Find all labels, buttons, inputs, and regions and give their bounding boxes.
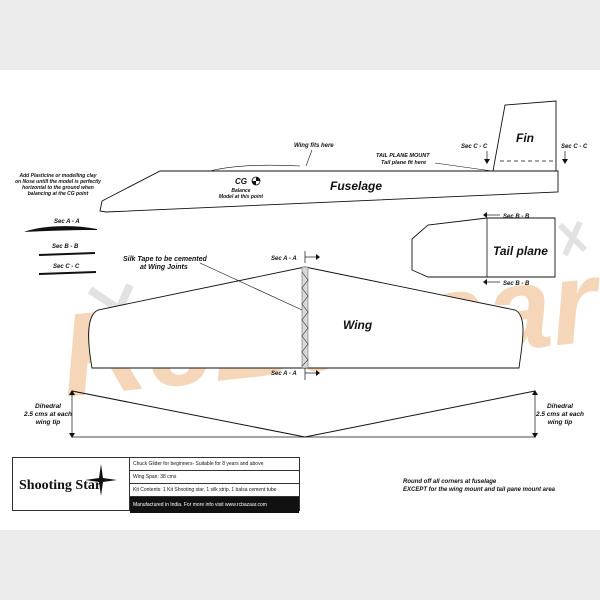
dihedral-right-arrowhead-bottom xyxy=(532,433,538,438)
wing-fits-label: Wing fits here xyxy=(294,143,334,149)
sec-aa-wing-bottom-arrowhead xyxy=(316,370,320,376)
sec-aa-wing-top-arrowhead xyxy=(316,254,320,260)
tail-mount-leader xyxy=(434,162,493,172)
tail-mount-sub: Tail plane fit here xyxy=(381,160,426,166)
plasticine-line2: on Nose untill the model is perfectly xyxy=(15,179,101,185)
cg-icon xyxy=(251,176,261,186)
sec-aa-label: Sec A - A xyxy=(54,219,80,225)
dihedral-right-arrowhead-top xyxy=(532,390,538,395)
plasticine-line3: horizontal to the ground when xyxy=(22,185,94,191)
title-block-rows: Chuck Glider for beginners- Suitable for… xyxy=(130,458,299,513)
fuselage-label: Fuselage xyxy=(330,179,382,193)
plasticine-line4: balancing at the CG point xyxy=(28,191,89,197)
silk-tape-line2: at Wing Joints xyxy=(140,264,188,271)
dihedral-left-arrowhead-bottom xyxy=(69,433,75,438)
wing-mount-line xyxy=(209,164,301,172)
sec-bb-bottom-label: Sec B - B xyxy=(503,281,530,287)
dihedral-right-line1: Dihedral xyxy=(547,403,573,410)
fin-label: Fin xyxy=(516,131,534,145)
dihedral-left-line2: 2.5 cms at each xyxy=(23,411,72,418)
cg-label: CG xyxy=(235,177,247,186)
sec-cc-profile xyxy=(39,271,96,275)
title-block-row: Kit Contents: 1 Kit Shooting star, 1 sil… xyxy=(130,484,299,497)
sec-aa-wing-top-label: Sec A - A xyxy=(271,256,297,262)
sec-bb-top-arrowhead xyxy=(483,212,487,218)
sec-cc-left-label: Sec C - C xyxy=(461,144,488,150)
silk-tape-hatch xyxy=(301,271,309,367)
sec-aa-wing-bottom-label: Sec A - A xyxy=(271,371,297,377)
logo-text: Shooting Star xyxy=(19,478,102,493)
wing-fits-leader xyxy=(305,149,313,167)
dihedral-left-line3: wing tip xyxy=(36,419,61,426)
wing-label: Wing xyxy=(343,318,373,332)
star-icon xyxy=(85,464,117,496)
cg-balance-text: Balance xyxy=(231,188,250,194)
note-line2: EXCEPT for the wing mount and tail pane … xyxy=(403,487,556,493)
silk-tape-leader xyxy=(199,262,303,311)
sec-bb-top-label: Sec B - B xyxy=(503,214,530,220)
logo-area: Shooting Star xyxy=(13,458,130,510)
sec-aa-profile xyxy=(24,226,97,232)
cg-model-text: Model at this point xyxy=(219,194,263,200)
tail-plane-label: Tail plane xyxy=(493,244,548,258)
silk-tape-line1: Silk Tape to be cemented xyxy=(123,256,207,263)
sec-cc-left-arrowhead xyxy=(484,159,490,164)
dihedral-right-line2: 2.5 cms at each xyxy=(535,411,584,418)
title-block: Shooting Star Chuck Glider for beginners… xyxy=(12,457,300,513)
dihedral-right-line3: wing tip xyxy=(548,419,573,426)
sec-bb-label: Sec B - B xyxy=(52,244,79,250)
title-block-row: Chuck Glider for beginners- Suitable for… xyxy=(130,458,299,471)
note-line1: Round off all corners at fuselage xyxy=(403,479,497,485)
title-block-row: Manufactured in India. For more info vis… xyxy=(130,497,299,513)
plasticine-line1: Add Plasticine or modelling clay xyxy=(19,173,97,179)
fuselage-outline xyxy=(99,170,559,213)
sec-bb-bottom-arrowhead xyxy=(483,279,487,285)
watermark-plane-icon-right xyxy=(557,220,588,257)
tail-plane-outline xyxy=(411,217,556,278)
dihedral-left-arrowhead-top xyxy=(69,390,75,395)
sec-cc-label: Sec C - C xyxy=(53,264,80,270)
sec-cc-right-label: Sec C - C xyxy=(561,144,588,150)
sec-bb-profile xyxy=(39,252,95,256)
title-block-row: Wing Span: 38 cms xyxy=(130,471,299,484)
tail-mount-title: TAIL PLANE MOUNT xyxy=(376,153,430,159)
sec-cc-right-arrowhead xyxy=(562,159,568,164)
dihedral-left-line1: Dihedral xyxy=(35,403,61,410)
